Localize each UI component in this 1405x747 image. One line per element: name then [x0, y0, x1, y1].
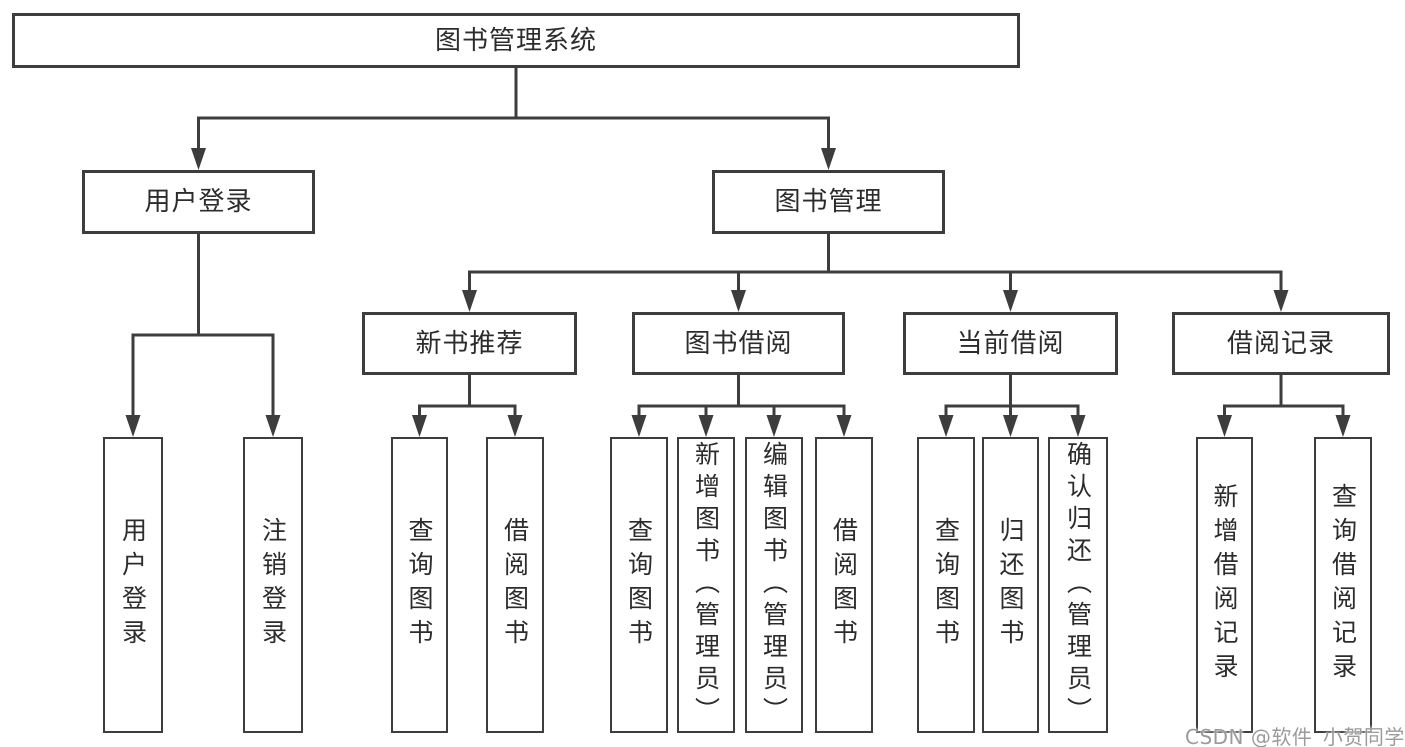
node-return-books: 归还图书	[982, 437, 1039, 733]
node-user-login: 用户登录	[103, 437, 163, 733]
node-label: 借阅图书	[829, 517, 859, 653]
node-label: 归还图书	[996, 517, 1025, 653]
node-book-management: 图书管理	[712, 170, 945, 234]
node-label: 编辑图书（管理员）	[759, 441, 789, 729]
node-label: 用户登录	[144, 187, 253, 217]
node-confirm-return-admin: 确认归还（管理员）	[1048, 437, 1108, 733]
node-label: 新书推荐	[415, 328, 524, 359]
node-query-books-3: 查询图书	[917, 437, 975, 733]
node-label: 查询图书	[405, 517, 434, 653]
node-library-system: 图书管理系统	[12, 13, 1020, 68]
node-borrowing-records: 借阅记录	[1172, 312, 1390, 375]
node-user-login-branch: 用户登录	[82, 170, 315, 234]
node-query-books-1: 查询图书	[391, 437, 448, 733]
node-label: 新增借阅记录	[1210, 483, 1239, 687]
node-add-borrow-record: 新增借阅记录	[1196, 437, 1253, 733]
node-label: 借阅图书	[500, 517, 530, 653]
node-new-book-recommendation: 新书推荐	[362, 312, 577, 375]
node-query-borrow-record: 查询借阅记录	[1314, 437, 1372, 733]
node-label: 确认归还（管理员）	[1063, 441, 1093, 729]
node-current-borrowing: 当前借阅	[903, 312, 1118, 375]
node-add-books-admin: 新增图书（管理员）	[677, 437, 735, 733]
node-borrow-books-1: 借阅图书	[486, 437, 544, 733]
node-label: 注销登录	[258, 517, 288, 653]
node-label: 用户登录	[118, 517, 148, 653]
node-label: 图书借阅	[684, 328, 793, 359]
watermark-text: CSDN @软件_小贺同学	[1185, 725, 1405, 747]
node-label: 查询图书	[931, 517, 961, 653]
node-query-books-2: 查询图书	[610, 437, 668, 733]
node-label: 图书管理系统	[434, 25, 597, 56]
node-label: 查询图书	[624, 517, 654, 653]
node-edit-books-admin: 编辑图书（管理员）	[745, 437, 803, 733]
node-logout: 注销登录	[243, 437, 303, 733]
node-book-borrowing: 图书借阅	[632, 312, 845, 375]
node-label: 查询借阅记录	[1328, 483, 1358, 687]
node-label: 当前借阅	[956, 328, 1065, 359]
node-label: 新增图书（管理员）	[691, 441, 721, 729]
node-label: 借阅记录	[1226, 328, 1335, 359]
node-borrow-books-2: 借阅图书	[815, 437, 873, 733]
node-label: 图书管理	[774, 187, 883, 217]
